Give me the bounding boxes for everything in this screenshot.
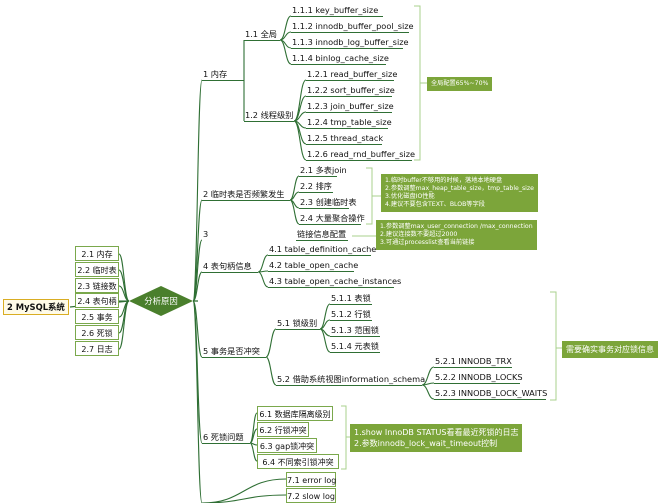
thread-item[interactable]: 1.2.2 sort_buffer_size [306,85,395,97]
transaction-note: 需要确实事务对应锁信息 [562,341,658,358]
tmp-note: 1.临时buffer不够用的时候，落地本地硬盘 2.参数调整max_heap_t… [381,174,538,212]
handles-link [257,271,269,288]
left-item-deadlock[interactable]: 2.6 死锁 [75,325,119,340]
left-item-transaction[interactable]: 2.5 事务 [75,309,119,324]
left-item-table-handles[interactable]: 2.4 表句柄 [75,293,119,308]
lock-item[interactable]: 5.1.4 元表锁 [330,341,380,353]
txn-system-views[interactable]: 5.2 借助系统视图information_schema [276,374,426,386]
section-transaction[interactable]: 5 事务是否冲突 [202,346,266,358]
thread-link [293,120,307,161]
txn-brace [550,291,562,401]
view-link [421,384,435,400]
txn-link [265,356,277,386]
section-connections-num[interactable]: 3 [203,229,209,239]
tmp-item[interactable]: 2.4 大量聚合操作 [299,213,365,225]
lock-item[interactable]: 5.1.3 范围锁 [330,325,380,337]
lock-link [319,328,331,353]
note-line: 2.参数调整max_heap_table_size，tmp_table_size [385,185,534,192]
log-item[interactable]: 7.2 slow log [286,488,336,503]
memory-thread[interactable]: 1.2 线程级别 [244,110,294,122]
note-line: 2.参数innodb_lock_wait_timeout控制 [354,439,498,448]
deadlock-item[interactable]: 6.2 行锁冲突 [257,422,309,437]
section-link [192,271,203,302]
thread-item[interactable]: 1.2.3 join_buffer_size [306,101,394,113]
section-link [192,79,203,302]
left-item-log[interactable]: 2.7 日志 [75,341,119,356]
note-line: 1.show InnoDB STATUS看看最近死锁的日志 [354,428,519,437]
view-item[interactable]: 5.2.2 INNODB_LOCKS [434,372,523,384]
tmp-item[interactable]: 2.1 多表join [299,165,347,177]
thread-item[interactable]: 1.2.4 tmp_table_size [306,117,392,129]
note-line: 3.可通过processlist查看当前链接 [380,239,475,246]
deadlock-item[interactable]: 6.3 gap锁冲突 [257,438,317,453]
thread-item[interactable]: 1.2.6 read_rnd_buffer_size [306,149,416,161]
section-deadlock[interactable]: 6 死锁问题 [202,432,250,444]
deadlock-item[interactable]: 6.1 数据库隔离级别 [257,406,333,421]
global-item[interactable]: 1.1.3 innodb_log_buffer_size [291,37,409,49]
thread-item[interactable]: 1.2.5 thread_stack [306,133,384,145]
global-link [279,39,292,65]
global-item[interactable]: 1.1.1 key_buffer_size [291,5,383,17]
left-item-memory[interactable]: 2.1 内存 [75,246,119,261]
section-connections[interactable]: 链接信息配置 [296,229,348,241]
section-table-handles[interactable]: 4 表句柄信息 [202,261,258,273]
root-node[interactable]: 2 MySQL系统 [3,299,69,315]
note-line: 4.建议不要包含TEXT、BLOB等字段 [385,201,485,208]
view-item[interactable]: 5.2.1 INNODB_TRX [434,356,512,368]
left-item-connections[interactable]: 2.3 链接数 [75,278,119,293]
note-line: 1.参数调整max_user_connection /max_connectio… [380,223,533,230]
section-memory[interactable]: 1 内存 [202,69,244,81]
global-item[interactable]: 1.1.2 innodb_buffer_pool_size [291,21,414,33]
thread-item[interactable]: 1.2.1 read_buffer_size [306,69,398,81]
tmp-item[interactable]: 2.3 创建临时表 [299,197,357,209]
deadlock-item[interactable]: 6.4 不同索引锁冲突 [257,454,339,469]
tmp-link [289,199,300,225]
handles-item[interactable]: 4.1 table_definition_cache [268,244,377,256]
section-tmp-table[interactable]: 2 临时表是否频繁发生 [202,189,290,201]
global-item[interactable]: 1.1.4 binlog_cache_size [291,53,389,65]
deadlock-brace [341,405,350,470]
txn-lock-level[interactable]: 5.1 锁级别 [276,318,320,330]
left-link [118,300,130,350]
log-item[interactable]: 7.1 error log [286,472,336,487]
memory-brace [414,5,427,161]
view-item[interactable]: 5.2.3 INNODB_LOCK_WAITS [434,388,548,400]
handles-item[interactable]: 4.3 table_open_cache_instances [268,276,402,288]
lock-item[interactable]: 5.1.1 表锁 [330,293,372,305]
tmp-item[interactable]: 2.2 排序 [299,181,333,193]
note-line: 3.优化磁盘IO性能 [385,193,435,200]
deadlock-link [249,412,258,444]
note-line: 2.建议连接数不要超过2000 [380,231,458,238]
tmp-brace [366,167,381,225]
section-link [192,300,203,503]
deadlock-note: 1.show InnoDB STATUS看看最近死锁的日志 2.参数innodb… [350,424,523,452]
lock-item[interactable]: 5.1.2 行锁 [330,309,372,321]
memory-note: 全局配置65%~70% [427,77,493,91]
deadlock-link [249,442,258,462]
handles-item[interactable]: 4.2 table_open_cache [268,260,359,272]
left-item-tmp-table[interactable]: 2.2 临时表 [75,262,119,277]
txn-link [265,328,277,358]
handles-link [257,254,269,273]
memory-global[interactable]: 1.1 全局 [244,29,280,41]
connections-note: 1.参数调整max_user_connection /max_connectio… [376,220,537,250]
note-line: 1.临时buffer不够用的时候，落地本地硬盘 [385,177,503,184]
thread-link [293,79,307,122]
